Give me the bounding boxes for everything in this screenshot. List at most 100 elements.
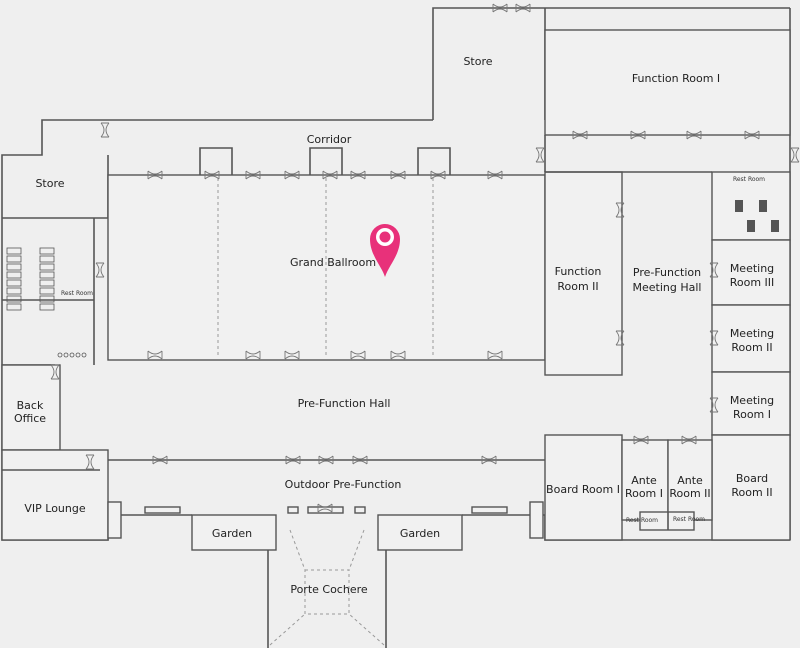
door-icon	[50, 364, 60, 380]
board-room-2[interactable]	[711, 434, 791, 541]
door-icon	[245, 170, 261, 180]
toilet-icon	[6, 279, 22, 287]
door-icon	[709, 262, 719, 278]
meeting-room-1[interactable]	[711, 371, 791, 436]
label-meeting-room-2: Meeting	[730, 327, 774, 340]
toilet-icon	[759, 200, 767, 212]
sink-icon	[75, 352, 81, 358]
door-icon	[318, 455, 334, 465]
toilet-icon	[6, 295, 22, 303]
label-store-left: Store	[35, 177, 64, 190]
svg-text:Room I: Room I	[625, 487, 663, 500]
sink-icon	[63, 352, 69, 358]
door-icon	[284, 170, 300, 180]
label-function-room-2: Function	[555, 265, 602, 278]
door-icon	[633, 435, 649, 445]
door-icon	[350, 350, 366, 360]
door-icon	[515, 3, 531, 13]
walls	[1, 7, 791, 648]
label-garden-left: Garden	[212, 527, 252, 540]
door-icon	[430, 170, 446, 180]
label-grand-ballroom: Grand Ballroom	[290, 256, 376, 269]
function-room-1[interactable]	[544, 29, 791, 136]
toilet-icon	[39, 255, 55, 263]
door-icon	[709, 330, 719, 346]
restroom-fixtures	[6, 200, 779, 358]
toilet-icon	[39, 263, 55, 271]
vip-lounge[interactable]	[1, 449, 109, 541]
label-rest-room-ante-1: Rest Room	[626, 517, 658, 524]
door-icon	[95, 262, 105, 278]
meeting-room-2[interactable]	[711, 304, 791, 373]
door-icon	[322, 170, 338, 180]
toilet-icon	[6, 255, 22, 263]
door-icon	[390, 350, 406, 360]
toilet-icon	[39, 303, 55, 311]
svg-text:Room II: Room II	[669, 487, 710, 500]
label-rest-room-left: Rest Room	[61, 290, 93, 297]
label-vip-lounge: VIP Lounge	[24, 502, 85, 515]
toilet-icon	[771, 220, 779, 232]
toilet-icon	[39, 279, 55, 287]
door-icon	[245, 350, 261, 360]
door-icon	[487, 350, 503, 360]
svg-text:Room II: Room II	[557, 280, 598, 293]
label-back-office: Back	[17, 399, 44, 412]
label-board-room-2: Board	[736, 472, 768, 485]
sink-icon	[57, 352, 63, 358]
svg-text:Room II: Room II	[731, 486, 772, 499]
door-icon	[709, 397, 719, 413]
label-garden-right: Garden	[400, 527, 440, 540]
door-icon	[285, 455, 301, 465]
door-icon	[390, 170, 406, 180]
label-meeting-room-1: Meeting	[730, 394, 774, 407]
label-board-room-1: Board Room I	[546, 483, 620, 496]
toilet-icon	[39, 287, 55, 295]
door-icon	[615, 330, 625, 346]
garden-right[interactable]	[377, 514, 463, 551]
door-icon	[147, 350, 163, 360]
door-icon	[152, 455, 168, 465]
door-icon	[686, 130, 702, 140]
svg-text:Room III: Room III	[730, 276, 775, 289]
board-room-1[interactable]	[544, 434, 623, 541]
door-icon	[100, 122, 110, 138]
location-pin-icon[interactable]	[370, 224, 400, 277]
toilet-icon	[6, 303, 22, 311]
door-icon	[535, 147, 545, 163]
back-office[interactable]	[1, 364, 61, 451]
label-function-room-1: Function Room I	[632, 72, 720, 85]
door-icon	[147, 170, 163, 180]
label-rest-room-ante-2: Rest Room	[673, 516, 705, 523]
door-icon	[790, 147, 800, 163]
label-store-top: Store	[463, 55, 492, 68]
toilet-icon	[39, 247, 55, 255]
door-icon	[350, 170, 366, 180]
door-icon	[284, 350, 300, 360]
label-outdoor-prefunction: Outdoor Pre-Function	[285, 478, 402, 491]
door-icon	[317, 503, 333, 513]
label-prefunction-meeting-hall: Pre-Function	[633, 266, 701, 279]
toilet-icon	[735, 200, 743, 212]
sink-icon	[69, 352, 75, 358]
label-corridor: Corridor	[307, 133, 352, 146]
toilet-icon	[747, 220, 755, 232]
meeting-room-3[interactable]	[711, 239, 791, 306]
svg-text:Office: Office	[14, 412, 46, 425]
svg-text:Room I: Room I	[733, 408, 771, 421]
label-porte-cochere: Porte Cochere	[290, 583, 368, 596]
label-prefunction-hall: Pre-Function Hall	[298, 397, 391, 410]
ante-room-2[interactable]	[667, 439, 713, 521]
label-ante-room-1: Ante	[631, 474, 657, 487]
garden-left[interactable]	[191, 514, 277, 551]
door-icon	[615, 202, 625, 218]
door-icon	[681, 435, 697, 445]
door-icon	[487, 170, 503, 180]
door-icon	[572, 130, 588, 140]
toilet-icon	[39, 295, 55, 303]
toilet-icon	[6, 271, 22, 279]
sink-icon	[81, 352, 87, 358]
door-icon	[630, 130, 646, 140]
door-icon	[204, 170, 220, 180]
door-icon	[352, 455, 368, 465]
